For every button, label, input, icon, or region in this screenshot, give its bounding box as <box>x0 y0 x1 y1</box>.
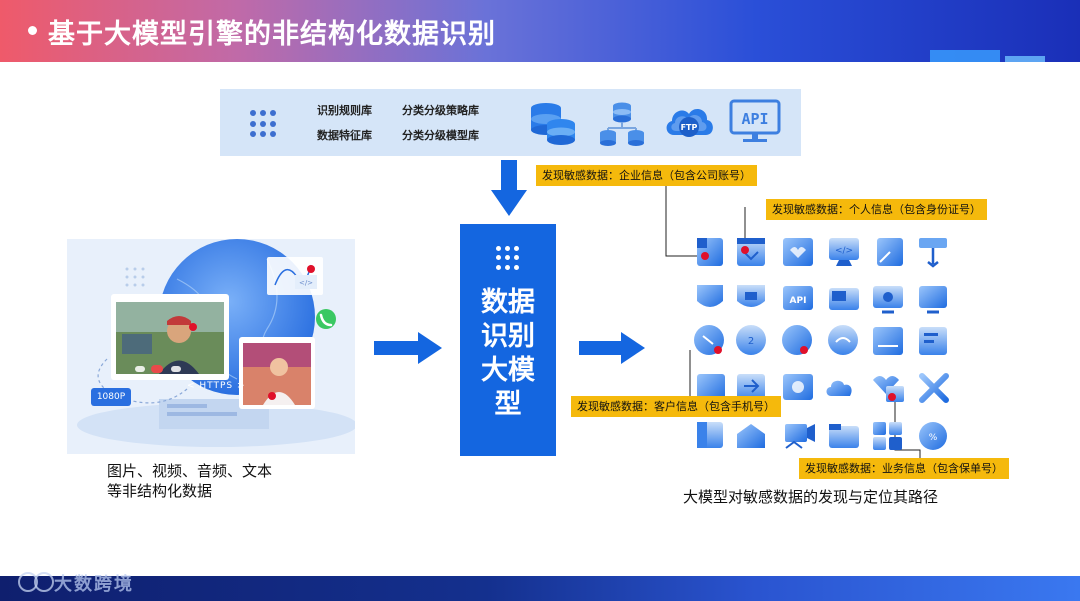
grid-dots-icon <box>250 110 278 138</box>
down-arrow <box>491 160 527 216</box>
source-caption-line2: 等非结构化数据 <box>107 482 213 500</box>
https-label: < HTTPS > <box>187 381 246 391</box>
kb-feature-library: 数据特征库 <box>317 129 372 142</box>
header-banner: 基于大模型引擎的非结构化数据识别 <box>0 0 1080 62</box>
api-monitor-icon: API <box>729 99 781 142</box>
header-decoration <box>1005 56 1045 62</box>
sensitive-marker <box>307 265 315 273</box>
icon-row-2: API <box>697 285 947 314</box>
ftp-cloud-icon: FTP <box>666 109 713 137</box>
callout-enterprise-info: 发现敏感数据：企业信息（包含公司账号） <box>536 165 757 186</box>
unstructured-data-illustration: </> 1080P < HTTPS > <box>67 239 355 454</box>
title-bullet <box>28 26 37 35</box>
grid-dots-icon <box>496 246 520 270</box>
icon-row-5: % <box>697 422 947 450</box>
header-decoration <box>930 50 1000 62</box>
resolution-badge-shape <box>91 388 131 406</box>
svg-text:2: 2 <box>748 336 754 347</box>
icon-row-1: </> <box>697 238 947 268</box>
kb-rule-library: 识别规则库 <box>317 104 372 117</box>
kb-classification-model: 分类分级模型库 <box>402 129 479 142</box>
callout-customer-info: 发现敏感数据：客户信息（包含手机号） <box>571 396 781 417</box>
model-label: 数据 识别 大模 型 <box>460 286 556 422</box>
svg-text:</>: </> <box>835 246 853 256</box>
brand-logo-text: 大数跨境 <box>54 574 134 595</box>
kb-classification-strategy: 分类分级策略库 <box>402 104 479 117</box>
sensitive-markers <box>701 246 896 401</box>
model-label-line4: 型 <box>494 389 522 420</box>
model-label-line2: 识别 <box>481 321 535 352</box>
database-icon <box>531 103 575 145</box>
api-label: API <box>741 110 768 128</box>
sensitive-marker <box>189 323 197 331</box>
svg-text:</>: </> <box>299 279 313 287</box>
svg-text:%: % <box>929 433 938 443</box>
distributed-database-icon <box>600 102 644 146</box>
resolution-badge: 1080P <box>96 392 126 402</box>
right-arrow-output <box>579 332 645 364</box>
model-label-line1: 数据 <box>481 287 535 318</box>
footer-bar <box>0 576 1080 601</box>
callout-personal-info: 发现敏感数据：个人信息（包含身份证号） <box>766 199 987 220</box>
brand-logo-icon <box>18 572 54 592</box>
destination-caption: 大模型对敏感数据的发现与定位其路径 <box>683 488 939 506</box>
knowledge-base-bar: 识别规则库 分类分级策略库 数据特征库 分类分级模型库 FTP API <box>220 89 801 156</box>
svg-text:API: API <box>790 296 807 306</box>
icon-row-4 <box>697 373 949 403</box>
model-label-line3: 大模 <box>481 355 535 386</box>
recognition-model-box: 数据 识别 大模 型 <box>460 224 556 456</box>
callout-business-info: 发现敏感数据：业务信息（包含保单号） <box>799 458 1009 479</box>
source-caption: 图片、视频、音频、文本 等非结构化数据 <box>107 461 272 501</box>
icon-row-3: 2 <box>694 325 947 355</box>
right-arrow-input <box>374 332 442 364</box>
page-title: 基于大模型引擎的非结构化数据识别 <box>48 19 496 50</box>
ftp-label: FTP <box>681 123 698 132</box>
source-caption-line1: 图片、视频、音频、文本 <box>107 462 273 480</box>
sensitive-marker <box>268 392 276 400</box>
